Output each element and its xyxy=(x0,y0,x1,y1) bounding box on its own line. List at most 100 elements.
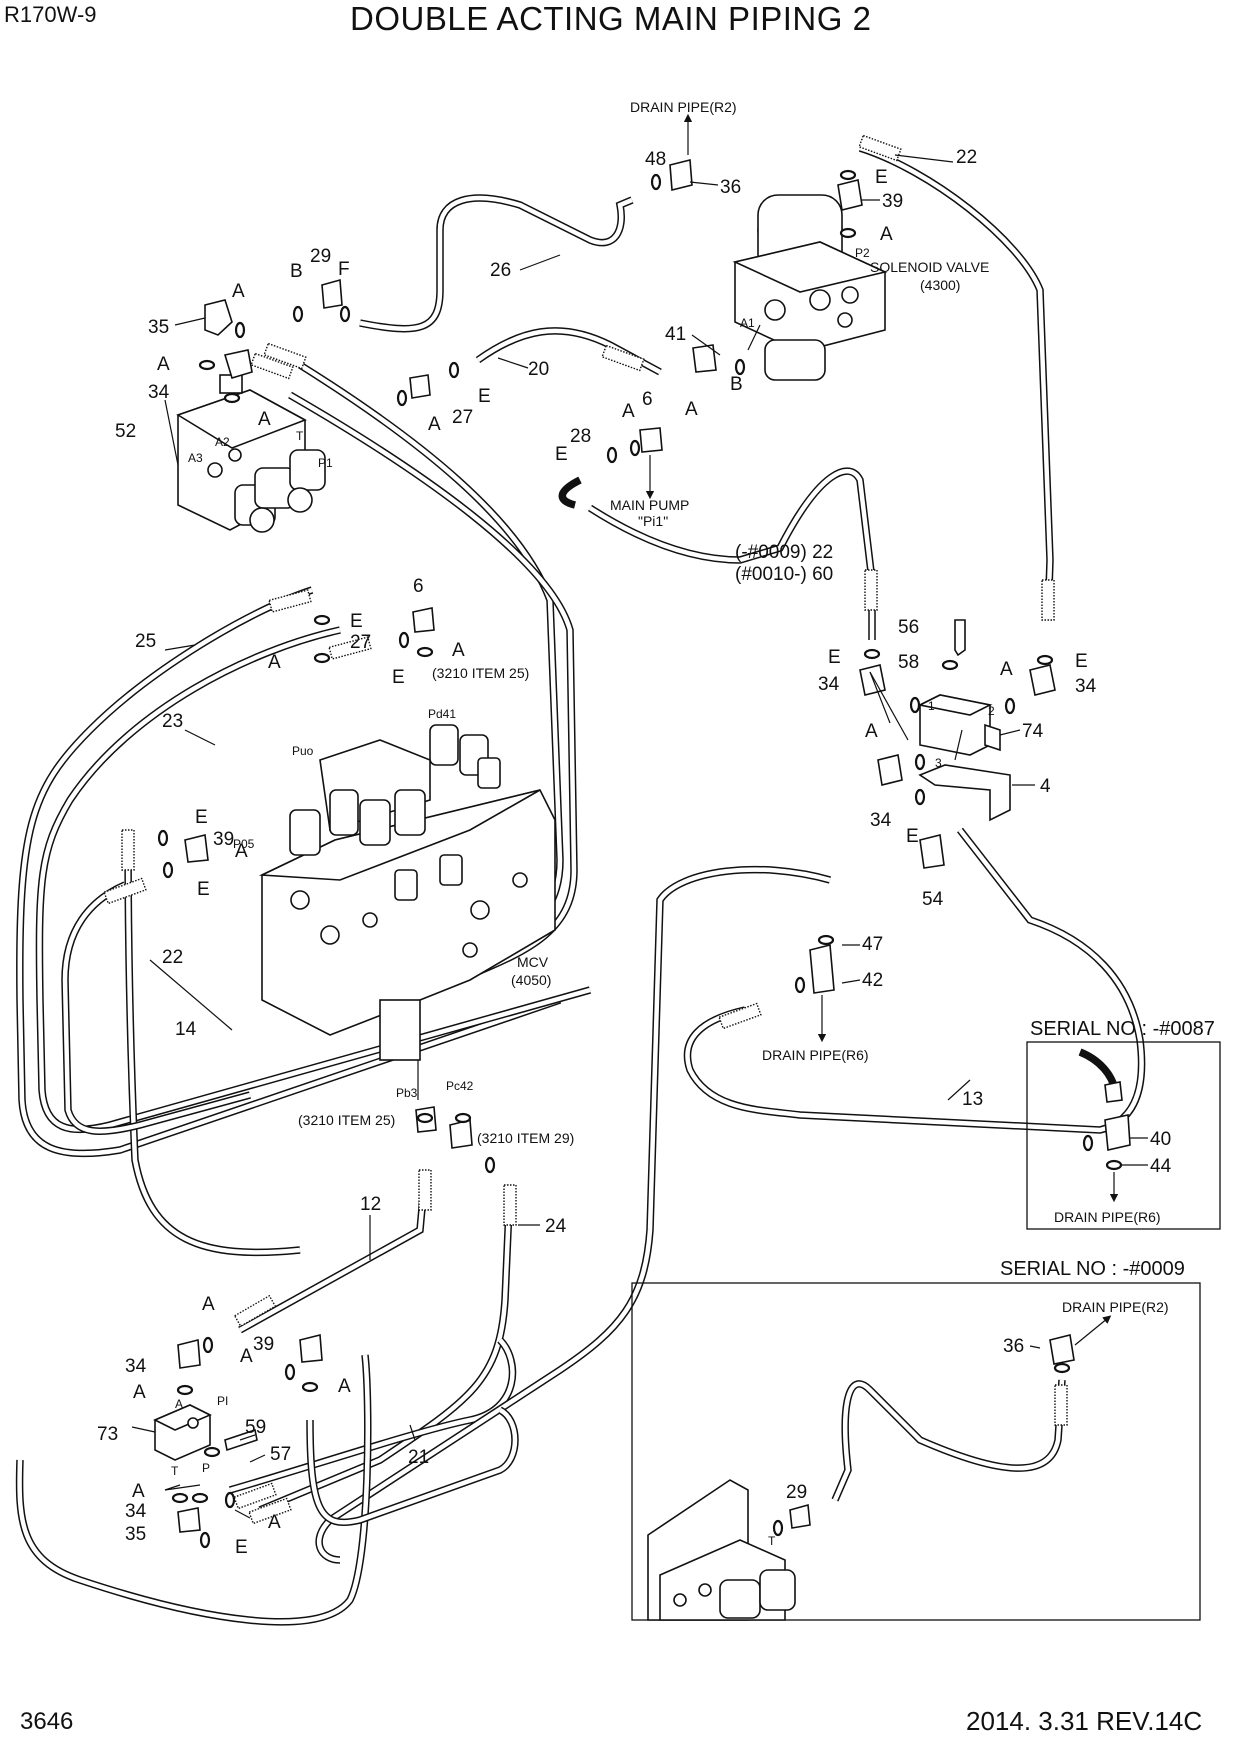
callout-4: 4 xyxy=(1040,776,1051,797)
callout-13: 13 xyxy=(962,1089,983,1110)
hose-24 xyxy=(258,1184,514,1514)
port-2: 2 xyxy=(988,704,995,718)
callout-a-bl1: A xyxy=(202,1294,215,1315)
callout-73: 73 xyxy=(97,1424,118,1445)
callout-f-top: F xyxy=(338,259,350,280)
callout-24: 24 xyxy=(545,1216,567,1237)
callout-e-rt2: E xyxy=(1075,651,1088,672)
port-p-lower: P xyxy=(202,1461,210,1475)
callout-a-sol: A xyxy=(880,224,893,245)
callout-34-rt2: 34 xyxy=(1075,676,1097,697)
drain-r6-label: DRAIN PIPE(R6) xyxy=(762,1047,869,1063)
port-p05: P05 xyxy=(233,837,255,851)
port-3: 3 xyxy=(935,756,942,770)
callout-59: 59 xyxy=(245,1417,266,1438)
callout-36: 36 xyxy=(720,177,741,198)
callout-a-rt: A xyxy=(1000,659,1013,680)
inset-0087-drain-label: DRAIN PIPE(R6) xyxy=(1054,1209,1161,1225)
hose-main-pump xyxy=(558,476,582,509)
callout-e-rt3: E xyxy=(906,826,919,847)
inset-0087-title: SERIAL NO : -#0087 xyxy=(1030,1018,1215,1040)
valve-73 xyxy=(153,1404,212,1461)
mcv-4050 xyxy=(258,724,556,1100)
callout-6-mid: 6 xyxy=(413,576,424,597)
callout-12: 12 xyxy=(360,1194,381,1215)
port-a-lower: A xyxy=(175,1397,183,1411)
callout-29: 29 xyxy=(310,246,331,267)
callout-a-bl5: A xyxy=(132,1481,145,1502)
o-rings xyxy=(157,169,1054,1549)
callout-28: 28 xyxy=(570,426,591,447)
callout-e-20: E xyxy=(478,386,491,407)
bracket-4 xyxy=(918,764,1011,822)
callout-54: 54 xyxy=(922,889,944,910)
inset-0087-callout-44: 44 xyxy=(1150,1156,1172,1177)
item-3210-25-upper: (3210 ITEM 25) xyxy=(432,665,529,681)
port-p1: P1 xyxy=(318,456,333,470)
item-3210-25-lower: (3210 ITEM 25) xyxy=(298,1112,395,1128)
block-74 xyxy=(917,694,1001,756)
inset-0009-port-t: T xyxy=(768,1534,776,1548)
callout-a-27: A xyxy=(428,414,441,435)
port-t-upper: T xyxy=(296,429,304,443)
serial-0010-60-label: (#0010-) 60 xyxy=(735,564,833,585)
page-title: DOUBLE ACTING MAIN PIPING 2 xyxy=(350,0,872,37)
port-puo: Puo xyxy=(292,744,314,758)
callout-e-39l2: E xyxy=(197,879,210,900)
hose-13 xyxy=(683,827,1146,1134)
callout-e-28: E xyxy=(555,444,568,465)
callout-22-top: 22 xyxy=(956,147,977,168)
callout-22-left: 22 xyxy=(162,947,183,968)
port-a3: A3 xyxy=(188,451,203,465)
callout-56: 56 xyxy=(898,617,919,638)
solenoid-valve-code: (4300) xyxy=(920,277,960,293)
serial-0009-22-label: (-#0009) 22 xyxy=(735,542,833,563)
callout-34-bl: 34 xyxy=(125,1356,147,1377)
callout-52: 52 xyxy=(115,421,136,442)
callout-42: 42 xyxy=(862,970,883,991)
callout-a-27mid: A xyxy=(268,652,281,673)
callout-20: 20 xyxy=(528,359,549,380)
inset-0009-title: SERIAL NO : -#0009 xyxy=(1000,1258,1185,1280)
callout-35-bl: 35 xyxy=(125,1524,146,1545)
callout-39-l: 39 xyxy=(213,829,234,850)
port-pd41: Pd41 xyxy=(428,707,456,721)
callout-26: 26 xyxy=(490,260,511,281)
callout-25: 25 xyxy=(135,631,156,652)
callout-57: 57 xyxy=(270,1444,291,1465)
callout-27-mid: 27 xyxy=(350,632,371,653)
port-t-lower: T xyxy=(171,1464,179,1478)
hose-ends xyxy=(103,134,1055,1525)
callout-a-39l: A xyxy=(235,841,248,862)
callout-e-6: E xyxy=(350,611,363,632)
port-p2: P2 xyxy=(855,246,870,260)
callout-e-sol: E xyxy=(875,167,888,188)
model-number: R170W-9 xyxy=(4,2,97,27)
inset-0087-callout-40: 40 xyxy=(1150,1129,1171,1150)
callout-a-bl3: A xyxy=(240,1346,253,1367)
callout-a-6mid: A xyxy=(452,640,465,661)
callout-e-rt: E xyxy=(828,647,841,668)
solenoid-valve-4300 xyxy=(732,194,888,381)
callout-e-bl: E xyxy=(235,1537,248,1558)
callout-a-bl2: A xyxy=(133,1382,146,1403)
mcv-label: MCV xyxy=(517,954,549,970)
main-pump-label: MAIN PUMP xyxy=(610,497,689,513)
callout-a-35: A xyxy=(157,354,170,375)
callout-21: 21 xyxy=(408,1447,429,1468)
callout-34-top: 34 xyxy=(148,382,170,403)
bolt-56 xyxy=(954,619,966,657)
callout-47: 47 xyxy=(862,934,883,955)
callout-34-rt1: 34 xyxy=(818,674,840,695)
inset-serial-0087: SERIAL NO : -#0087 40 44 DRAIN PIPE(R6) xyxy=(1026,1018,1221,1230)
callout-a-topleft: A xyxy=(232,281,245,302)
port-a1: A1 xyxy=(740,316,755,330)
callout-a-block: A xyxy=(258,409,271,430)
callout-48: 48 xyxy=(645,149,666,170)
port-pc42: Pc42 xyxy=(446,1079,474,1093)
callout-a-74: A xyxy=(865,721,878,742)
callout-39-sol: 39 xyxy=(882,191,903,212)
callout-27-top: 27 xyxy=(452,407,473,428)
inset-0009-drain-label: DRAIN PIPE(R2) xyxy=(1062,1299,1169,1315)
